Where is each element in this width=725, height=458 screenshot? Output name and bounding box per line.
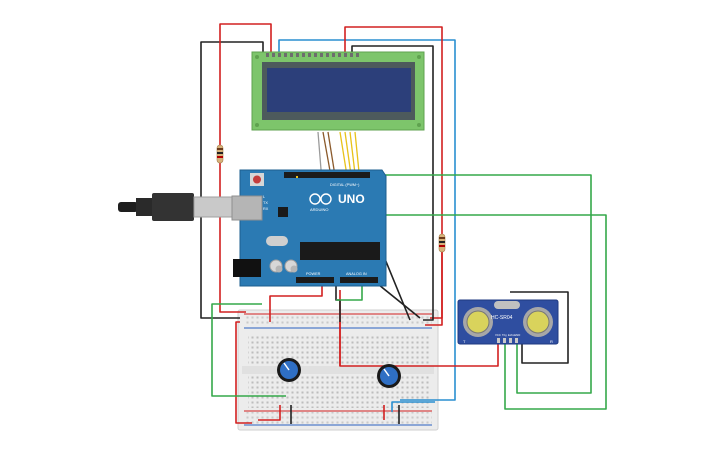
wire-red-breadboard-left — [235, 321, 252, 424]
power-jack — [233, 259, 261, 277]
arduino-logo — [309, 193, 332, 205]
ultrasonic-sensor: HC-SR04 T R VCC Trig Echo GND — [457, 299, 559, 345]
potentiometer-1 — [277, 358, 301, 382]
resistor-right — [438, 233, 446, 253]
reset-button — [253, 175, 261, 184]
analog-header — [340, 277, 378, 283]
lcd-pin-header — [266, 53, 359, 57]
wire-red-lcd-vdd — [219, 23, 272, 313]
power-label: POWER — [306, 272, 321, 276]
rx-label: RX — [263, 207, 269, 211]
power-header — [296, 277, 334, 283]
wire-red-arduino-5v — [269, 278, 323, 322]
wire-blue-bottom — [391, 401, 435, 412]
wires — [200, 23, 607, 424]
wire-green-arduino-sensor-1 — [372, 174, 592, 394]
analog-label: ANALOG IN — [346, 272, 367, 276]
sensor-pin-vcc: VCC — [495, 333, 501, 337]
breadboard — [237, 309, 439, 431]
tx-label: TX — [263, 201, 268, 205]
atmega-chip — [300, 242, 380, 260]
lcd-display — [251, 51, 425, 131]
potentiometer-2 — [377, 364, 401, 388]
arduino-text: ARDUINO — [310, 207, 328, 212]
wire-black-sensor-gnd — [510, 291, 569, 364]
wire-blue-lcd — [278, 39, 456, 401]
sensor-pins — [497, 338, 518, 343]
usb-cable — [118, 193, 241, 221]
wire-green-arduino-sensor-2 — [372, 214, 607, 410]
wire-black-lcd-right — [351, 45, 434, 321]
wire-red-lcd-right — [344, 26, 443, 319]
usb-port — [231, 195, 263, 221]
arduino-uno: UNO ARDUINO DIGITAL (PWM~) POWER ANALOG … — [231, 169, 387, 287]
wire-red-right-resistor — [425, 250, 443, 326]
digital-header — [284, 172, 370, 178]
wire-black-lcd-gnd — [200, 41, 264, 319]
sensor-side-t: T — [463, 339, 466, 344]
wire-red-knob1 — [258, 405, 281, 421]
resistor-left — [216, 144, 224, 164]
digital-header-label: DIGITAL (PWM~) — [330, 183, 360, 187]
sensor-pin-trig: Trig — [502, 333, 507, 337]
uno-logo-text: UNO — [338, 192, 365, 206]
sensor-pin-gnd: GND — [514, 333, 520, 337]
sensor-side-r: R — [550, 339, 553, 344]
wire-green-left — [211, 303, 286, 397]
l-label: L — [263, 195, 265, 199]
sensor-pin-echo: Echo — [508, 333, 515, 337]
sensor-label: HC-SR04 — [491, 315, 513, 321]
